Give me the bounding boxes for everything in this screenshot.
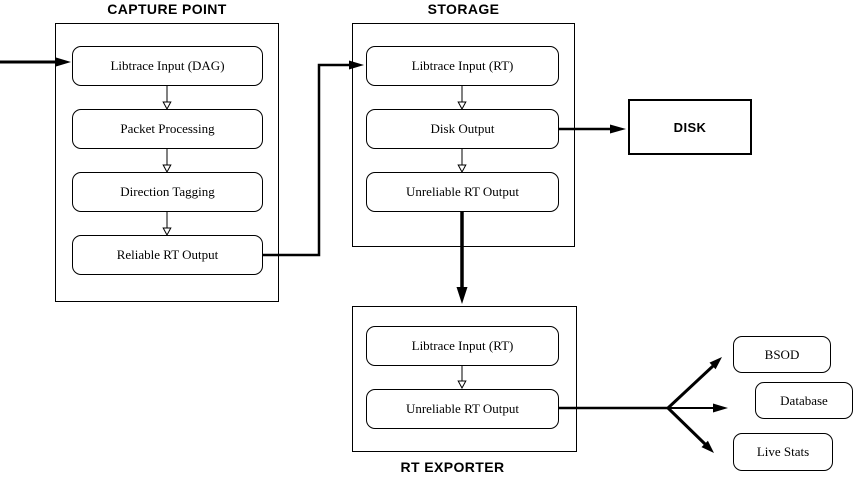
node-storage-unreliable-rt-output: Unreliable RT Output [366, 172, 559, 212]
rt-exporter-container [352, 306, 577, 452]
disk-box: DISK [628, 99, 752, 155]
storage-title: STORAGE [427, 1, 500, 17]
node-exporter-libtrace-input-rt: Libtrace Input (RT) [366, 326, 559, 366]
rt-exporter-title: RT EXPORTER [400, 459, 505, 475]
arrow-branch-database [668, 403, 728, 413]
arrow-branch-live-stats [666, 406, 714, 453]
capture-point-title: CAPTURE POINT [107, 1, 227, 17]
node-packet-processing: Packet Processing [72, 109, 263, 149]
node-libtrace-input-dag: Libtrace Input (DAG) [72, 46, 263, 86]
node-disk-output: Disk Output [366, 109, 559, 149]
node-exporter-unreliable-rt-output: Unreliable RT Output [366, 389, 559, 429]
sink-database: Database [755, 382, 853, 419]
node-reliable-rt-output: Reliable RT Output [72, 235, 263, 275]
sink-live-stats: Live Stats [733, 433, 833, 471]
sink-bsod: BSOD [733, 336, 831, 373]
node-direction-tagging: Direction Tagging [72, 172, 263, 212]
node-storage-libtrace-input-rt: Libtrace Input (RT) [366, 46, 559, 86]
arrow-branch-bsod [666, 357, 722, 410]
